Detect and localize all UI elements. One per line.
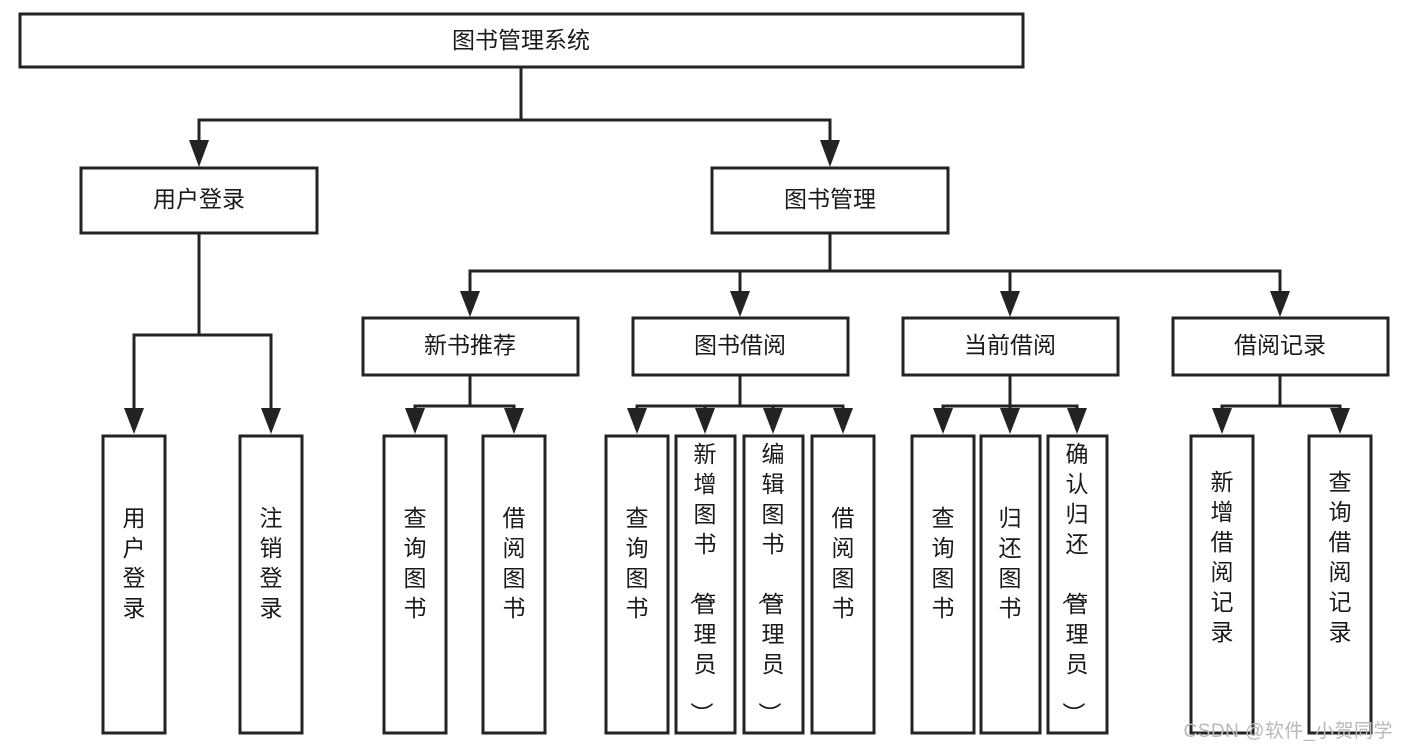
node-leaf-add-book-label: 新增图书（管理员） (689, 441, 717, 725)
node-new-book-recommend[interactable]: 新书推荐 (361, 316, 580, 377)
arrowhead-book-manage (820, 140, 840, 167)
node-leaf-query-book-1-label: 查询图书 (404, 505, 427, 621)
node-leaf-user-login[interactable]: 用户登录 (101, 434, 167, 735)
node-leaf-query-record-box[interactable] (1307, 434, 1373, 735)
node-borrow-record[interactable]: 借阅记录 (1171, 316, 1390, 377)
node-borrow-record-label: 借阅记录 (1234, 332, 1326, 358)
node-book-manage-box[interactable] (710, 166, 950, 235)
node-leaf-return-book-label: 归还图书 (999, 505, 1022, 621)
node-leaf-logout-box[interactable] (238, 434, 304, 735)
node-book-borrow[interactable]: 图书借阅 (631, 316, 850, 377)
arrowhead-leaf-user-login (124, 408, 144, 434)
node-leaf-query-record[interactable]: 查询借阅记录 (1307, 434, 1373, 735)
node-leaf-return-book[interactable]: 归还图书 (979, 434, 1042, 735)
node-leaf-query-book-2-box[interactable] (604, 434, 670, 735)
arrowhead-new-book-recommend (460, 291, 480, 317)
node-leaf-confirm-return-box[interactable] (1046, 434, 1109, 735)
node-root-label: 图书管理系统 (452, 27, 590, 53)
node-leaf-edit-book-box[interactable] (742, 434, 805, 735)
node-book-borrow-label: 图书借阅 (694, 332, 786, 358)
node-leaf-edit-book-label: 编辑图书（管理员） (757, 441, 785, 725)
node-leaf-query-book-2-label: 查询图书 (626, 505, 649, 621)
node-leaf-borrow-book-1[interactable]: 借阅图书 (481, 434, 547, 735)
arrowhead-leaf-logout (261, 408, 281, 434)
node-book-manage[interactable]: 图书管理 (710, 166, 950, 235)
node-leaf-add-book-box[interactable] (674, 434, 737, 735)
arrowhead-leaf-add-book (695, 408, 715, 434)
node-leaf-query-book-3[interactable]: 查询图书 (910, 434, 976, 735)
node-leaf-logout[interactable]: 注销登录 (238, 434, 304, 735)
node-leaf-confirm-return[interactable]: 确认归还（管理员） (1046, 434, 1109, 735)
node-current-borrow[interactable]: 当前借阅 (901, 316, 1120, 377)
node-user-login-box[interactable] (79, 166, 319, 235)
arrowhead-book-borrow (730, 291, 750, 317)
node-book-borrow-box[interactable] (631, 316, 850, 377)
arrowhead-leaf-return-book (1000, 408, 1020, 434)
node-leaf-return-book-box[interactable] (979, 434, 1042, 735)
node-leaf-logout-label: 注销登录 (260, 505, 283, 621)
arrowhead-leaf-edit-book (763, 408, 783, 434)
node-leaf-query-record-label: 查询借阅记录 (1329, 469, 1352, 645)
arrowhead-leaf-borrow-book-2 (833, 408, 853, 434)
node-leaf-borrow-book-1-label: 借阅图书 (503, 505, 526, 621)
arrowhead-leaf-confirm-return (1067, 408, 1087, 434)
node-new-book-recommend-box[interactable] (361, 316, 580, 377)
node-root[interactable]: 图书管理系统 (18, 12, 1025, 69)
arrowhead-user-login (189, 140, 209, 167)
node-borrow-record-box[interactable] (1171, 316, 1390, 377)
node-current-borrow-label: 当前借阅 (964, 332, 1056, 358)
node-current-borrow-box[interactable] (901, 316, 1120, 377)
arrowhead-leaf-borrow-book-1 (504, 408, 524, 434)
node-leaf-add-record-box[interactable] (1189, 434, 1255, 735)
node-leaf-user-login-box[interactable] (101, 434, 167, 735)
node-leaf-borrow-book-1-box[interactable] (481, 434, 547, 735)
arrowhead-current-borrow (1000, 291, 1020, 317)
arrowhead-leaf-query-book-3 (933, 408, 953, 434)
connector-layer (124, 65, 1350, 434)
node-leaf-borrow-book-2-box[interactable] (810, 434, 876, 735)
node-leaf-add-book[interactable]: 新增图书（管理员） (674, 434, 737, 735)
node-leaf-query-book-3-box[interactable] (910, 434, 976, 735)
node-root-box[interactable] (18, 12, 1025, 69)
node-leaf-borrow-book-2-label: 借阅图书 (832, 505, 855, 621)
node-user-login[interactable]: 用户登录 (79, 166, 319, 235)
node-leaf-add-record-label: 新增借阅记录 (1211, 469, 1234, 645)
node-new-book-recommend-label: 新书推荐 (424, 332, 516, 358)
node-leaf-query-book-1-box[interactable] (382, 434, 448, 735)
node-leaf-borrow-book-2[interactable]: 借阅图书 (810, 434, 876, 735)
node-leaf-query-book-3-label: 查询图书 (932, 505, 955, 621)
node-leaf-query-book-1[interactable]: 查询图书 (382, 434, 448, 735)
node-leaf-add-record[interactable]: 新增借阅记录 (1189, 434, 1255, 735)
arrowhead-leaf-query-book-1 (405, 408, 425, 434)
node-leaf-confirm-return-label: 确认归还（管理员） (1061, 441, 1089, 725)
arrowhead-borrow-record (1270, 291, 1290, 317)
node-book-manage-label: 图书管理 (784, 186, 876, 212)
node-leaf-edit-book[interactable]: 编辑图书（管理员） (742, 434, 805, 735)
arrowhead-leaf-query-book-2 (627, 408, 647, 434)
arrowhead-leaf-query-record (1330, 408, 1350, 434)
arrowhead-leaf-add-record (1212, 408, 1232, 434)
node-leaf-query-book-2[interactable]: 查询图书 (604, 434, 670, 735)
node-user-login-label: 用户登录 (153, 186, 245, 212)
node-leaf-user-login-label: 用户登录 (123, 505, 146, 621)
